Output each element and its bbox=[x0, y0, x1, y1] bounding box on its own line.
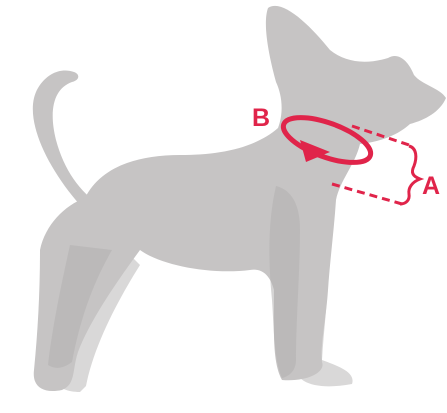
dog-silhouette-icon bbox=[32, 5, 446, 392]
dimension-a-top-line bbox=[351, 124, 413, 148]
neck-loop-back bbox=[280, 115, 374, 165]
tail bbox=[32, 70, 100, 205]
dimension-a-bottom-line bbox=[331, 182, 403, 206]
neck-loop-arrowhead bbox=[300, 140, 330, 162]
dimension-a bbox=[331, 124, 425, 206]
hind-leg-shadow bbox=[48, 245, 112, 368]
front-leg-shadow bbox=[269, 186, 300, 378]
label-b: B bbox=[252, 104, 270, 132]
curly-brace-icon bbox=[399, 144, 425, 206]
circular-arrow-icon bbox=[280, 115, 374, 165]
label-a: A bbox=[422, 172, 440, 200]
body-and-head bbox=[33, 5, 446, 392]
